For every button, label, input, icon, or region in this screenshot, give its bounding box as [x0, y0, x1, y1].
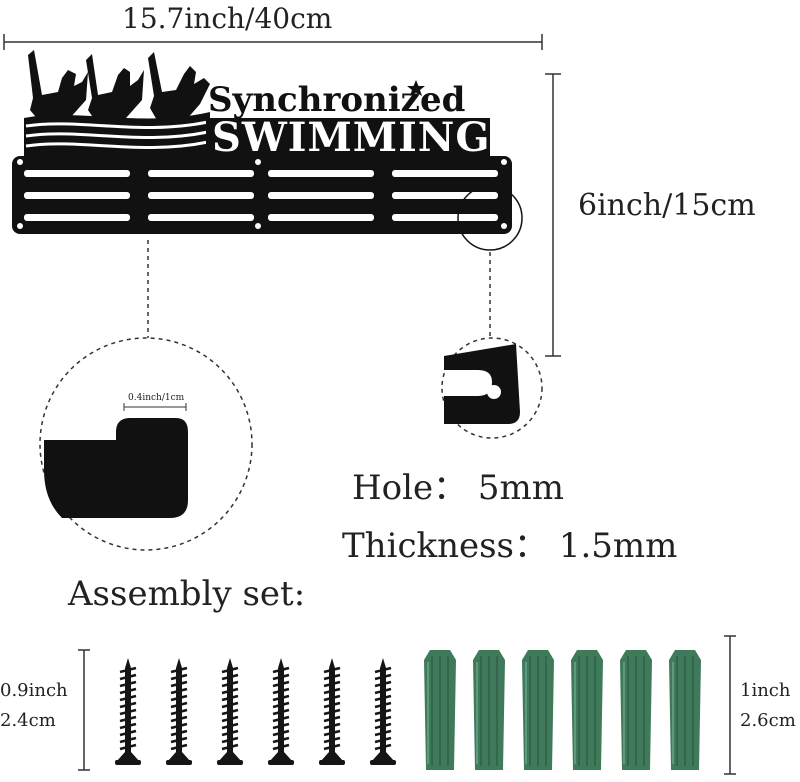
screw-icon — [370, 658, 396, 765]
anchor-size-inch: 1inch — [740, 680, 791, 701]
assembly-title: Assembly set: — [68, 574, 306, 614]
screw-icon — [166, 658, 192, 765]
height-dimension-line — [545, 73, 561, 357]
hole-zoom-detail — [441, 337, 543, 439]
wave-decoration — [24, 112, 210, 156]
swimmers-silhouette — [28, 50, 210, 122]
screw-dimension-line — [78, 649, 90, 771]
height-label: 6inch/15cm — [578, 188, 756, 223]
screw-icon — [319, 658, 345, 765]
star-icon — [407, 80, 425, 96]
hole-spec: Hole： 5mm — [352, 468, 565, 508]
screw-size-cm: 2.4cm — [0, 710, 56, 731]
wall-anchor-icon — [571, 650, 603, 770]
wall-anchor-icon — [522, 650, 554, 770]
screw-size-inch: 0.9inch — [0, 680, 68, 701]
screw-icon — [217, 658, 243, 765]
anchor-size-cm: 2.6cm — [740, 710, 796, 731]
product-title-line2: SWIMMING — [212, 114, 491, 161]
thickness-spec: Thickness： 1.5mm — [342, 526, 678, 566]
screw-icon — [115, 658, 141, 765]
product-title-line1: Synchronized — [208, 80, 466, 120]
wall-anchor-icon — [424, 650, 456, 770]
medal-rack — [12, 156, 512, 234]
anchor-dimension-line — [724, 635, 736, 775]
width-label: 15.7inch/40cm — [122, 2, 333, 35]
width-dimension-line — [3, 34, 543, 50]
wall-anchor-icon — [620, 650, 652, 770]
wall-anchor-icon — [669, 650, 701, 770]
wall-anchor-icon — [473, 650, 505, 770]
title-backing — [206, 118, 490, 158]
hook-zoom-detail — [39, 337, 253, 551]
hole-detail-marker — [457, 185, 523, 251]
hook-width-label: 0.4inch/1cm — [128, 393, 185, 403]
screw-icon — [268, 658, 294, 765]
